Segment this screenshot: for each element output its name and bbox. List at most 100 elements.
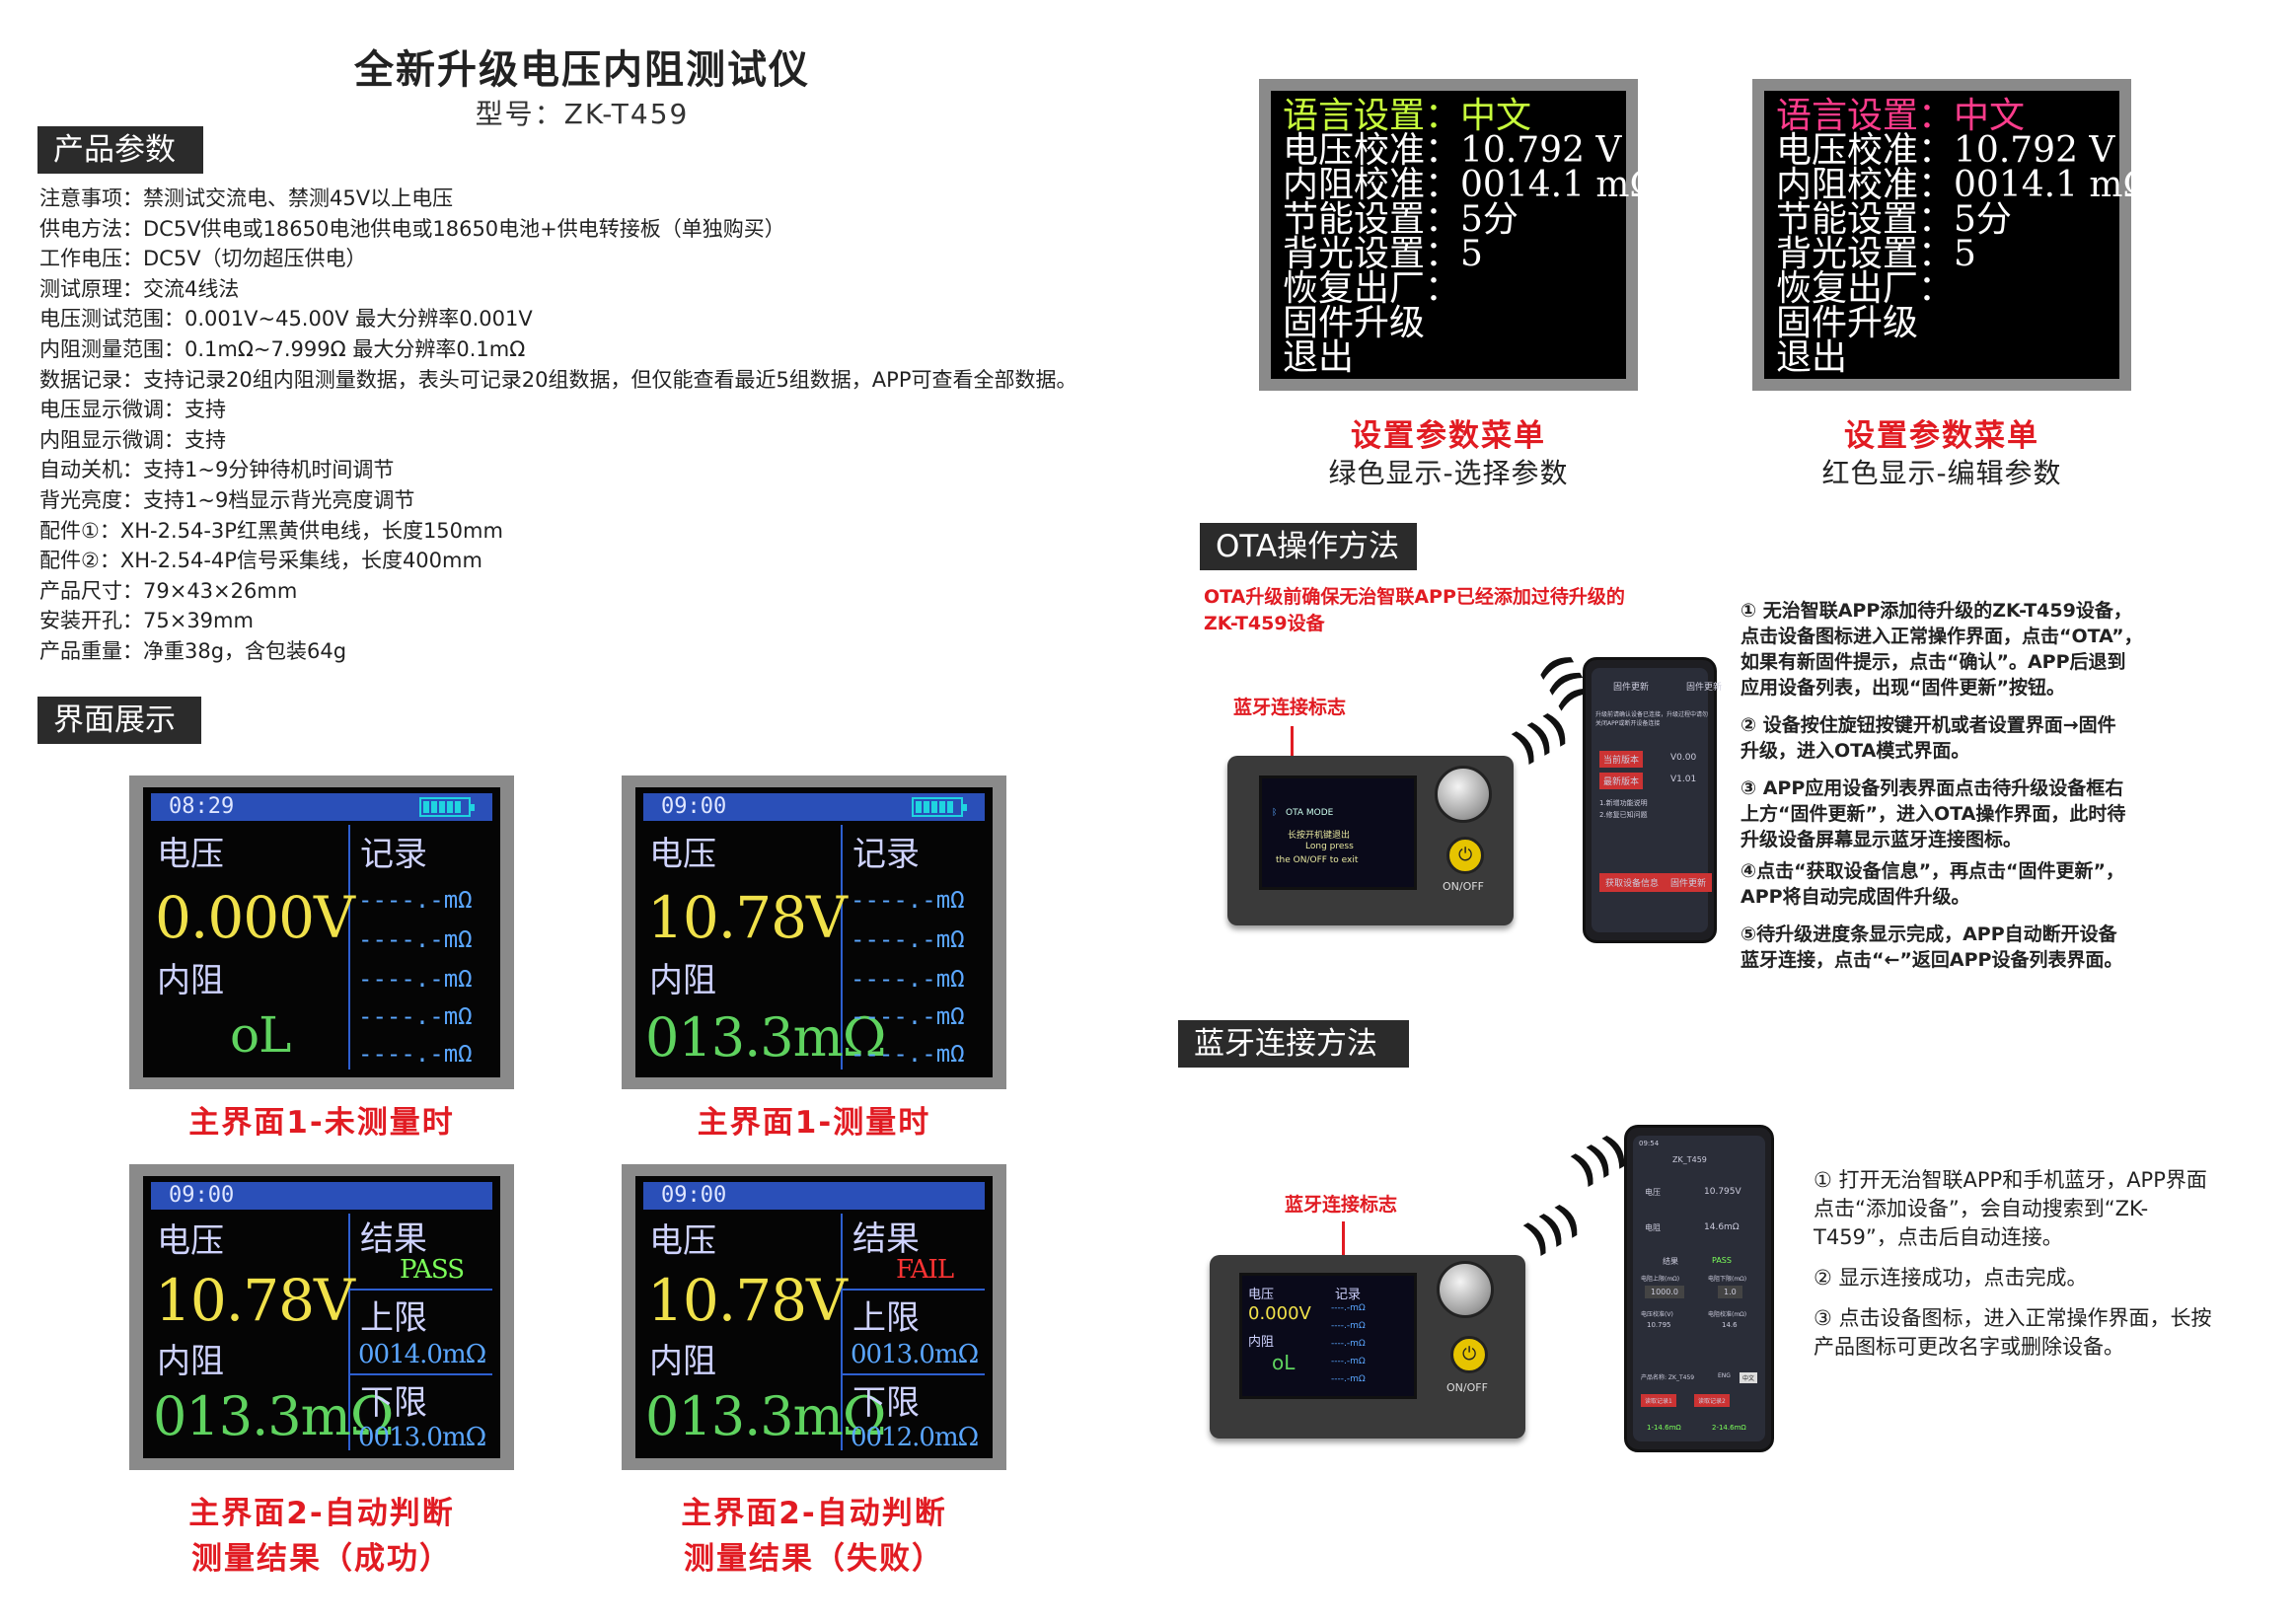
ota-step: ⑤待升级进度条显示完成，APP自动断开设备 <box>1741 923 2117 945</box>
voltage-label: 电压 <box>157 1221 224 1261</box>
phone-lang-cn[interactable]: 中文 <box>1740 1372 1758 1383</box>
resistance-label: 内阻 <box>157 1342 224 1381</box>
settings-row-voltage-cal: 电压校准：10.792 V <box>1776 130 2115 171</box>
lower-limit-label: 下限 <box>360 1383 427 1423</box>
phone-lang-eng[interactable]: ENG <box>1718 1372 1731 1379</box>
caption-screen3-line2: 测量结果（成功） <box>191 1541 452 1577</box>
rotary-knob[interactable] <box>1437 1261 1494 1318</box>
phone-lower-label: 电阻下限(mΩ) <box>1708 1276 1747 1283</box>
power-button[interactable]: ⏻ <box>1450 1336 1488 1373</box>
phone-product-name[interactable]: 产品名称: ZK_T459 <box>1641 1374 1695 1381</box>
settings-row-backlight: 背光设置：5 <box>1776 234 1976 274</box>
phone-get-info-button[interactable]: 获取设备信息 <box>1599 873 1666 892</box>
settings-screen-select: 语言设置：中文 电压校准：10.792 V 内阻校准：0014.1 mΩ 节能设… <box>1259 79 1659 391</box>
wireless-signal-icon: ))) <box>1518 1195 1588 1262</box>
resistance-value: 013.3mΩ <box>645 1006 887 1069</box>
phone-note2: 2.修复已知问题 <box>1599 811 1648 819</box>
ota-device-line3: the ON/OFF to exit <box>1276 855 1359 865</box>
upper-limit-value: 0013.0mΩ <box>851 1340 979 1369</box>
ota-step: 蓝牙连接，点击“←”返回APP设备列表界面。 <box>1741 949 2123 971</box>
screen-main1-measuring: 09:00 电压 10.78V 内阻 013.3mΩ 记录 ----.-mΩ -… <box>622 775 1006 1089</box>
ota-warning: OTA升级前确保无治智联APP已经添加过待升级的 ZK-T459设备 <box>1204 586 1625 634</box>
phone-record1: 1-14.6mΩ <box>1647 1424 1681 1432</box>
ota-step: 升级，进入OTA模式界面。 <box>1741 740 1970 762</box>
record-entry: ----.-mΩ <box>851 886 965 914</box>
settings-row-language: 语言设置：中文 <box>1283 96 1532 136</box>
upper-limit-label: 上限 <box>360 1298 427 1338</box>
bt-device: 电压 0.000V 内阻 oL 记录 ----.-mΩ ----.-mΩ ---… <box>1210 1255 1525 1439</box>
section-header-ota: OTA操作方法 <box>1200 523 1417 570</box>
lower-limit-label: 下限 <box>852 1383 920 1423</box>
dev-record-entry: ----.-mΩ <box>1331 1303 1366 1313</box>
dev-record-entry: ----.-mΩ <box>1331 1339 1366 1349</box>
ota-step: APP将自动完成固件升级。 <box>1741 886 1970 908</box>
phone-read-record1-button[interactable]: 读取记录1 <box>1641 1394 1676 1407</box>
phone-hint: 升级前请确认设备已连接，升级过程中请勿关闭APP或断开设备连接 <box>1595 711 1709 727</box>
caption-settings-title: 设置参数菜单 <box>1844 418 2039 454</box>
caption-settings-red: 红色显示-编辑参数 <box>1821 457 2062 489</box>
resistance-value: 013.3mΩ <box>153 1385 395 1447</box>
phone-title: 固件更新 <box>1613 683 1650 693</box>
phone-lower-input[interactable]: 1.0 <box>1718 1286 1742 1298</box>
ota-step: 上方“固件更新”，进入OTA操作界面，此时待 <box>1741 803 2126 825</box>
settings-row-power-save: 节能设置：5分 <box>1776 199 2012 240</box>
record-entry: ----.-mΩ <box>851 925 965 953</box>
caption-screen4-line1: 主界面2-自动判断 <box>681 1496 947 1531</box>
phone-rcal-value[interactable]: 14.6 <box>1722 1321 1738 1329</box>
spec-list: 注意事项：禁测试交流电、禁测45V以上电压 供电方法：DC5V供电或18650电… <box>39 184 1145 667</box>
phone-vcal-value[interactable]: 10.795 <box>1647 1321 1671 1329</box>
phone-new-version: V1.01 <box>1670 775 1697 784</box>
spec-item: 内阻显示微调：支持 <box>39 427 226 452</box>
screen-main1-idle: 08:29 电压 0.000V 内阻 oL 记录 ----.-mΩ ----.-… <box>129 775 514 1089</box>
bt-step: ③ 点击设备图标，进入正常操作界面，长按 <box>1814 1306 2212 1330</box>
marker-arrow <box>1291 726 1294 775</box>
lower-limit-value: 0012.0mΩ <box>851 1423 979 1452</box>
phone-upper-input[interactable]: 1000.0 <box>1645 1286 1684 1298</box>
result-pass: PASS <box>400 1255 465 1285</box>
phone-result-label: 结果 <box>1663 1257 1678 1266</box>
ota-step: 点击设备图标进入正常操作界面，点击“OTA”， <box>1741 626 2143 647</box>
dev-record-label: 记录 <box>1335 1288 1362 1302</box>
rotary-knob[interactable] <box>1435 766 1492 823</box>
phone-title: ZK_T459 <box>1672 1155 1707 1164</box>
phone-rcal-label: 电阻校准(mΩ) <box>1708 1311 1747 1318</box>
resistance-value: 013.3mΩ <box>645 1385 887 1447</box>
phone-update-button[interactable]: 固件更新 <box>1665 873 1713 892</box>
phone-voltage-label: 电压 <box>1645 1188 1661 1197</box>
voltage-value: 0.000V <box>155 884 355 951</box>
settings-row-factory-reset: 恢复出厂： <box>1283 268 1461 309</box>
ota-phone: 固件更新 固件更新 升级前请确认设备已连接，升级过程中请勿关闭APP或断开设备连… <box>1583 657 1722 943</box>
spec-item: 自动关机：支持1~9分钟待机时间调节 <box>39 458 395 482</box>
caption-screen1: 主界面1-未测量时 <box>188 1105 455 1141</box>
settings-row-resistance-cal: 内阻校准：0014.1 mΩ <box>1776 165 2153 205</box>
caption-settings-title: 设置参数菜单 <box>1351 418 1546 454</box>
spec-item: 产品重量：净重38g，含包装64g <box>39 638 347 663</box>
bluetooth-icon: ᛒ <box>1272 808 1278 818</box>
record-entry: ----.-mΩ <box>851 965 965 993</box>
power-button[interactable]: ⏻ <box>1446 837 1484 874</box>
record-entry: ----.-mΩ <box>851 1040 965 1068</box>
record-entry: ----.-mΩ <box>358 1002 473 1030</box>
spec-item: 产品尺寸：79×43×26mm <box>39 578 298 603</box>
voltage-label: 电压 <box>157 835 224 874</box>
ota-steps: ① 无治智联APP添加待升级的ZK-T459设备， 点击设备图标进入正常操作界面… <box>1741 598 2273 973</box>
voltage-label: 电压 <box>649 835 716 874</box>
spec-item: 供电方法：DC5V供电或18650电池供电或18650电池+供电转接板（单独购买… <box>39 216 785 241</box>
record-entry: ----.-mΩ <box>358 886 473 914</box>
phone-menu: 固件更新 <box>1686 683 1723 693</box>
upper-limit-value: 0014.0mΩ <box>358 1340 486 1369</box>
phone-note1: 1.新增功能说明 <box>1599 799 1648 807</box>
resistance-label: 内阻 <box>649 1342 716 1381</box>
phone-result-value: PASS <box>1712 1256 1732 1265</box>
battery-icon <box>912 797 967 817</box>
onoff-label: ON/OFF <box>1443 880 1484 893</box>
dev-resistance-value: oL <box>1272 1351 1296 1374</box>
battery-icon <box>419 797 475 817</box>
dev-record-entry: ----.-mΩ <box>1331 1357 1366 1366</box>
caption-screen2: 主界面1-测量时 <box>697 1105 931 1141</box>
dev-resistance-label: 内阻 <box>1248 1335 1275 1350</box>
spec-item: 配件①：XH-2.54-3P红黑黄供电线，长度150mm <box>39 518 503 543</box>
voltage-label: 电压 <box>649 1221 716 1261</box>
phone-read-record2-button[interactable]: 读取记录2 <box>1694 1394 1730 1407</box>
upper-limit-label: 上限 <box>852 1298 920 1338</box>
